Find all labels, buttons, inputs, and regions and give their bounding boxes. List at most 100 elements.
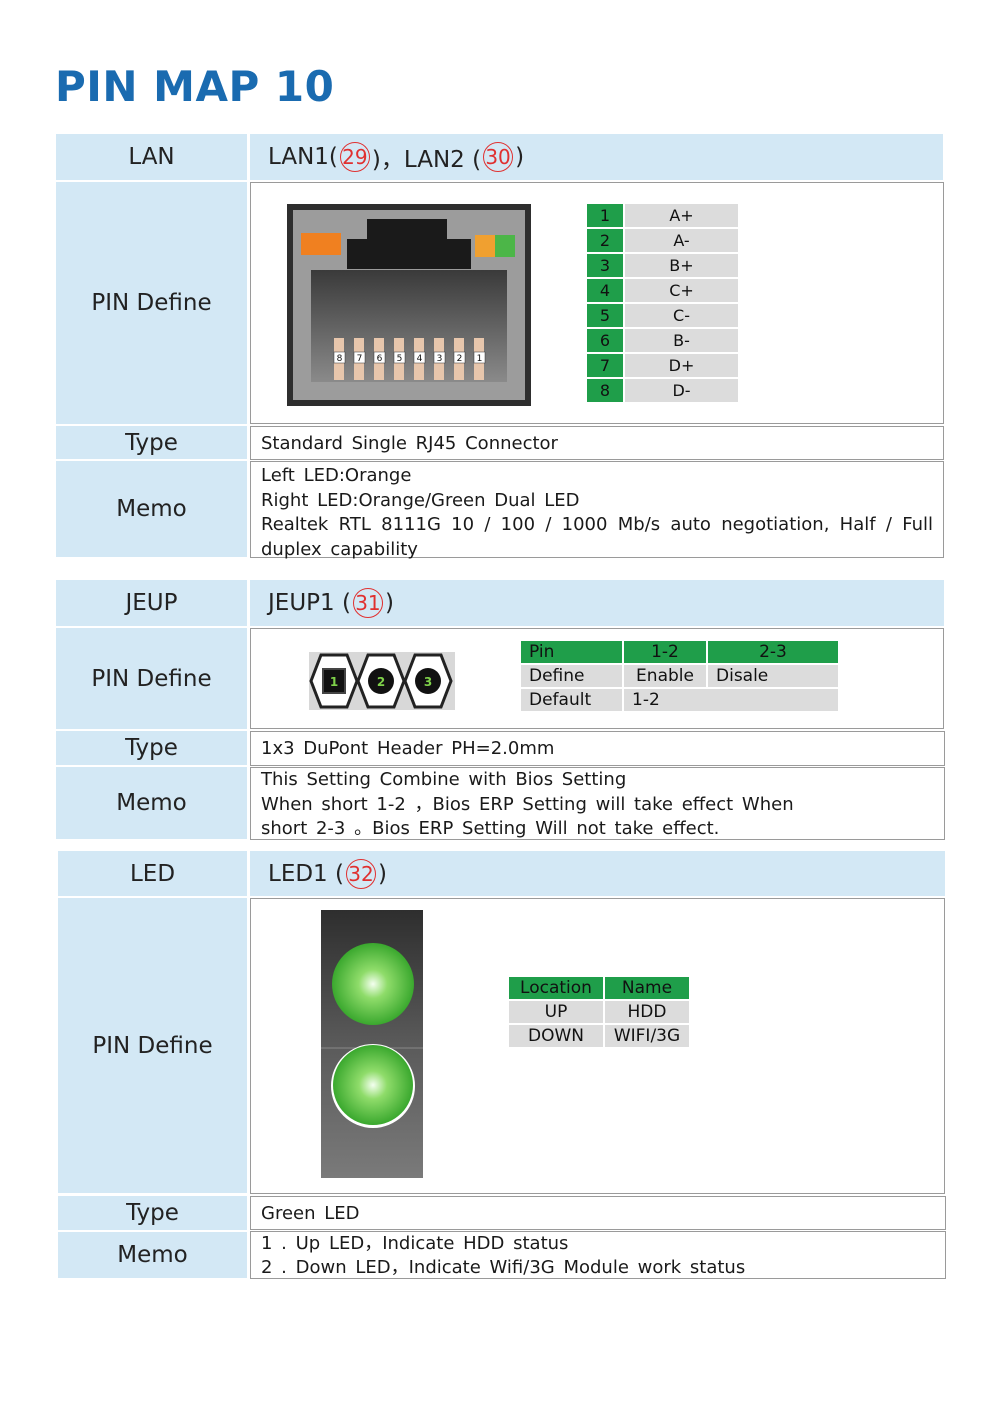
lan-memo-label: Memo [56, 461, 247, 557]
memo-line: This Setting Combine with Bios Setting [261, 769, 627, 790]
page-title: PIN MAP 10 [55, 62, 335, 111]
jeup-memo-label: Memo [56, 767, 247, 839]
jeup-pin-define-label: PIN Define [56, 628, 247, 729]
lan-type-text: Type [125, 429, 178, 456]
pin-signal: C+ [625, 279, 738, 302]
led-up-light [332, 943, 414, 1025]
table-header-cell: 1-2 [624, 641, 706, 663]
table-cell: Enable [624, 665, 706, 687]
memo-line: Right LED:Orange/Green Dual LED [261, 489, 580, 511]
memo-line: short 2-3 。Bios ERP Setting Will not tak… [261, 818, 720, 839]
lan-header: LAN1( 29 )，LAN2 ( 30 ) [250, 134, 943, 180]
led-type-value-text: Green LED [261, 1202, 360, 1224]
jeup-type-text: Type [125, 735, 178, 761]
pin-signal: D- [625, 379, 738, 402]
rj45-pin-label: 1 [477, 354, 483, 364]
led-pin-define-body: Location Name UP HDD DOWN WIFI/3G [250, 898, 945, 1194]
table-cell: UP [509, 1001, 603, 1023]
lan-memo-body: Left LED:Orange Right LED:Orange/Green D… [250, 461, 944, 560]
led-image [321, 910, 423, 1178]
jeup-type-label: Type [56, 731, 247, 765]
table-row: DOWN WIFI/3G [509, 1025, 689, 1047]
lan-right-led-green [495, 235, 515, 257]
memo-line: 2 . Down LED，Indicate Wifi/3G Module wor… [261, 1257, 746, 1278]
led-type-value: Green LED [250, 1196, 946, 1230]
led-memo-label: Memo [58, 1232, 247, 1278]
led-header: LED1 ( 32 ) [250, 851, 945, 896]
led-type-label: Type [58, 1196, 247, 1230]
led-memo-body: 1 . Up LED，Indicate HDD status 2 . Down … [250, 1231, 946, 1279]
pin-number: 6 [587, 329, 623, 352]
jeup-label: JEUP [56, 580, 247, 626]
pin-signal: C- [625, 304, 738, 327]
led-header-a: LED1 ( [268, 860, 344, 887]
jeup-header-a: JEUP1 ( [268, 590, 351, 616]
pin-number: 7 [587, 354, 623, 377]
rj45-connector-image: 8 7 6 5 4 3 2 1 [287, 204, 531, 406]
led-pin-define-label: PIN Define [58, 898, 247, 1193]
lan-pin-define-text: PIN Define [91, 290, 212, 316]
led-label: LED [58, 851, 247, 896]
jeup1-callout-number: 31 [352, 588, 383, 618]
pin-number: 1 [587, 204, 623, 227]
table-cell: Define [521, 665, 622, 687]
pin-signal: D+ [625, 354, 738, 377]
rj45-pin-label: 5 [397, 354, 403, 364]
jeup-pin-define-body: 1 2 3 Pin 1-2 2-3 Define Enable Disale D… [250, 628, 944, 729]
pin-number: 5 [587, 304, 623, 327]
lan-left-led [301, 233, 341, 255]
led-pin-define-text: PIN Define [92, 1032, 213, 1059]
table-header-cell: Name [605, 977, 689, 999]
led-type-text: Type [126, 1200, 179, 1226]
jeup-setting-table: Pin 1-2 2-3 Define Enable Disale Default… [519, 639, 840, 713]
pin-signal: B+ [625, 254, 738, 277]
jeup-type-value-text: 1x3 DuPont Header PH=2.0mm [261, 738, 555, 759]
table-cell: 1-2 [624, 689, 838, 711]
lan-pin-define-label: PIN Define [56, 182, 247, 424]
pin-number: 3 [587, 254, 623, 277]
jeup-header-image: 1 2 3 [309, 652, 455, 710]
lan-header-a: LAN1( [268, 144, 338, 170]
pin-signal: A+ [625, 204, 738, 227]
lan-type-value: Standard Single RJ45 Connector [250, 426, 944, 460]
memo-line: Left LED:Orange [261, 465, 412, 486]
table-cell: HDD [605, 1001, 689, 1023]
rj45-pin-label: 3 [437, 354, 443, 364]
table-cell: Disale [708, 665, 838, 687]
jeup-pin-define-text: PIN Define [91, 665, 212, 692]
led-memo-text: Memo [117, 1242, 188, 1268]
led-label-text: LED [129, 860, 176, 887]
pin-number: 4 [587, 279, 623, 302]
lan1-callout-number: 29 [339, 142, 370, 172]
table-cell: Default [521, 689, 622, 711]
jeup-header: JEUP1 ( 31 ) [250, 580, 944, 626]
lan-header-mid: )，LAN2 ( [371, 147, 482, 173]
table-row: Pin 1-2 2-3 [521, 641, 838, 663]
rj45-pin-label: 4 [417, 354, 423, 364]
jeup-memo-text: Memo [116, 790, 187, 816]
table-header-cell: Pin [521, 641, 622, 663]
pin-number: 2 [587, 229, 623, 252]
memo-line: 1 . Up LED，Indicate HDD status [261, 1233, 569, 1254]
header-pin-label: 1 [330, 675, 338, 689]
lan2-callout-number: 30 [483, 142, 514, 172]
led-header-end: ) [377, 860, 387, 887]
table-row: UP HDD [509, 1001, 689, 1023]
rj45-pin-label: 8 [337, 354, 343, 364]
led-down-light [333, 1045, 413, 1125]
table-cell: DOWN [509, 1025, 603, 1047]
table-row: Default 1-2 [521, 689, 838, 711]
table-header-cell: 2-3 [708, 641, 838, 663]
table-row: Define Enable Disale [521, 665, 838, 687]
lan-header-end: ) [515, 144, 525, 170]
lan-right-led-orange [475, 235, 495, 257]
lan-type-label: Type [56, 426, 247, 459]
rj45-pin-label: 2 [457, 354, 463, 364]
